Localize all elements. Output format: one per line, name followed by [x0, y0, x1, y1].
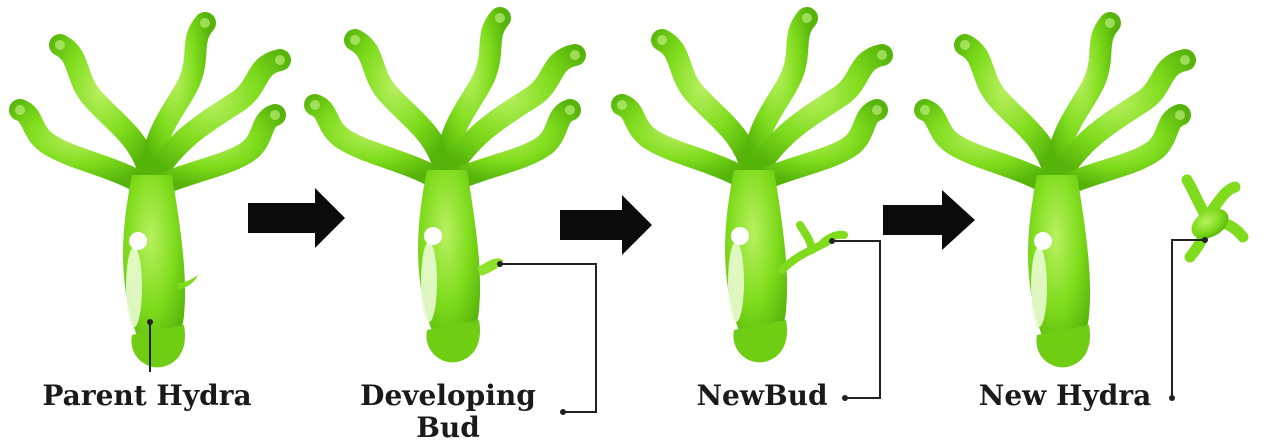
new-hydra-pointer: [1172, 240, 1205, 398]
parent-hydra-after: [920, 18, 1190, 367]
label-parent-hydra: Parent Hydra: [42, 379, 251, 412]
new-bud-pointer: [832, 241, 880, 398]
developing-bud-hydra: [310, 13, 580, 362]
arrow-3: [883, 190, 975, 250]
new-hydra: [1186, 180, 1243, 257]
arrow-2: [560, 195, 652, 255]
parent-hydra: [15, 18, 285, 367]
label-new-hydra: New Hydra: [979, 379, 1151, 412]
new-bud-hydra: [617, 13, 887, 362]
label-newbud: NewBud: [696, 379, 827, 412]
label-bud: Bud: [416, 411, 480, 444]
arrow-1: [248, 188, 345, 248]
label-developing: Developing: [360, 379, 536, 412]
